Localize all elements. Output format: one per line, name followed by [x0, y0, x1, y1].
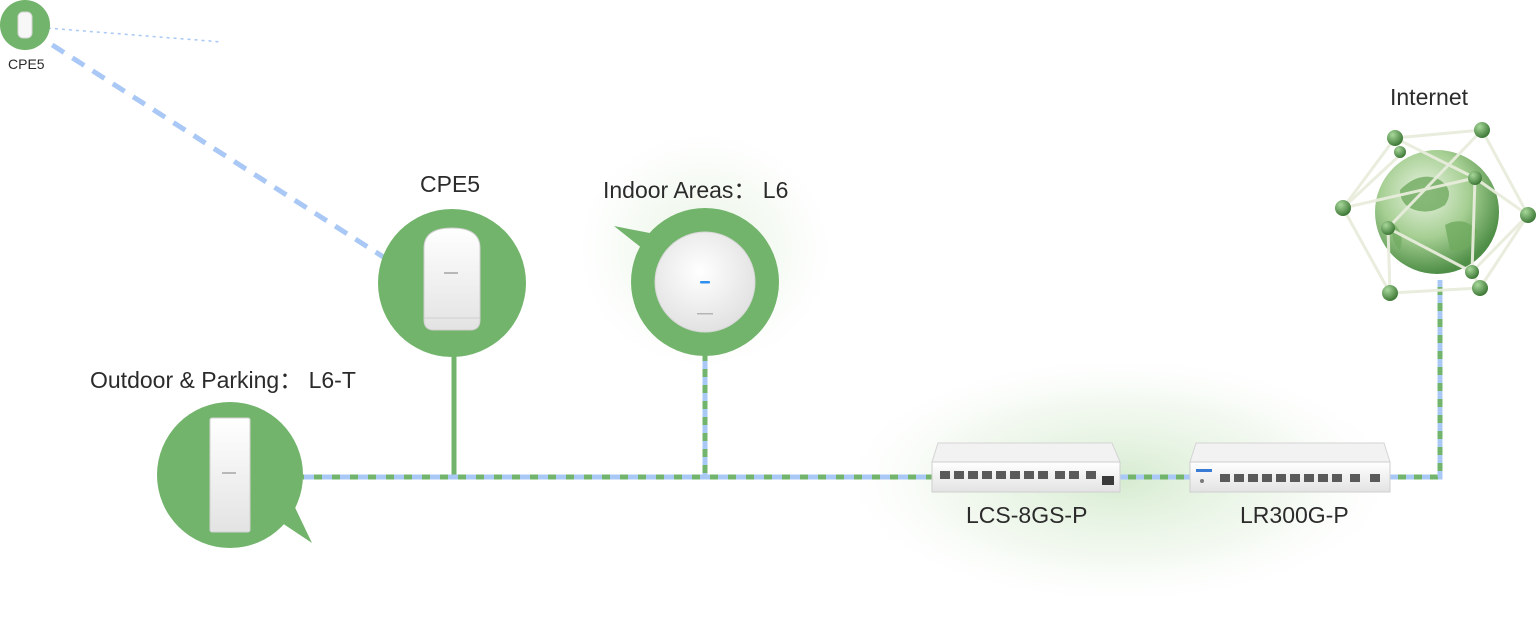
wireless-link-cpe	[30, 29, 426, 286]
cpe5-label: CPE5	[420, 171, 481, 197]
cpe5-corner-label: CPE5	[8, 56, 45, 72]
outdoor-label: Outdoor & Parking： L6-T	[90, 367, 356, 393]
outdoor-ap-icon	[157, 402, 312, 548]
cpe-corner-icon	[0, 0, 50, 50]
ceiling-ap-icon	[614, 208, 779, 356]
router-icon	[1189, 442, 1391, 493]
switch-label: LCS-8GS-P	[966, 502, 1088, 528]
cpe-icon	[378, 209, 526, 357]
router-label: LR300G-P	[1240, 502, 1349, 528]
internet-label: Internet	[1390, 84, 1468, 110]
router-internet-blue	[1390, 280, 1443, 480]
indoor-label: Indoor Areas： L6	[603, 177, 789, 203]
switch-icon	[931, 442, 1121, 493]
globe-network-icon	[1335, 122, 1536, 301]
wireless-link-far	[33, 26, 223, 43]
